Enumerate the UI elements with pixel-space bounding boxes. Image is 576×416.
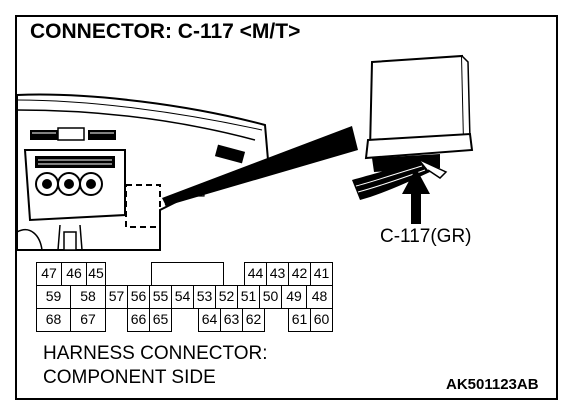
pin-46: 46 [61, 262, 87, 286]
connector-callout-label: C-117(GR) [380, 226, 472, 247]
caption-line-2: COMPONENT SIDE [43, 367, 216, 388]
pin-47: 47 [36, 262, 62, 286]
pin-55: 55 [149, 285, 172, 309]
pin-62: 62 [242, 308, 265, 332]
pin-63: 63 [220, 308, 243, 332]
pin-56: 56 [127, 285, 150, 309]
pin-53: 53 [193, 285, 216, 309]
harness-caption: HARNESS CONNECTOR: COMPONENT SIDE [43, 342, 268, 390]
pin-65: 65 [149, 308, 172, 332]
pin-64: 64 [198, 308, 221, 332]
pin-45: 45 [86, 262, 106, 286]
pin-59: 59 [36, 285, 71, 309]
caption-line-1: HARNESS CONNECTOR: [43, 343, 268, 364]
pin-61: 61 [288, 308, 311, 332]
pin-67: 67 [70, 308, 106, 332]
figure-code: AK501123AB [446, 376, 539, 393]
pin-60: 60 [310, 308, 333, 332]
pin-50: 50 [259, 285, 282, 309]
pin-58: 58 [70, 285, 106, 309]
pin-42: 42 [288, 262, 311, 286]
pin-66: 66 [127, 308, 150, 332]
pin-51: 51 [237, 285, 260, 309]
connector-title: CONNECTOR: C-117 <M/T> [30, 20, 301, 43]
pin-49: 49 [281, 285, 307, 309]
pin-48: 48 [306, 285, 333, 309]
pin-68: 68 [36, 308, 71, 332]
connector-lock-tab [151, 262, 224, 286]
pin-54: 54 [171, 285, 194, 309]
pin-57: 57 [105, 285, 128, 309]
pin-41: 41 [310, 262, 333, 286]
pin-44: 44 [244, 262, 267, 286]
pin-52: 52 [215, 285, 238, 309]
pin-43: 43 [266, 262, 289, 286]
connector-pin-grid: 47 46 45 44 43 42 41 59 58 57 56 55 54 5… [36, 262, 366, 334]
